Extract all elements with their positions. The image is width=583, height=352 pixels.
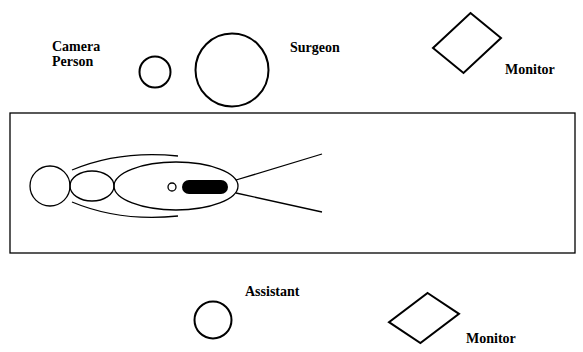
patient-table	[10, 113, 575, 253]
operating-table	[10, 113, 575, 253]
patient-neck	[70, 171, 114, 201]
assistant-circle: Assistant	[193, 300, 233, 340]
surgeon-circle: Surgeon	[194, 32, 270, 108]
role-label: Monitor	[466, 331, 536, 346]
patient-arm	[72, 202, 178, 217]
monitor-diamond: Monitor	[432, 12, 502, 74]
port-site	[168, 183, 176, 191]
patient-head	[30, 166, 70, 206]
outline	[195, 302, 232, 339]
patient-leg	[236, 193, 322, 212]
role-label: Monitor	[505, 62, 575, 77]
patient-leg	[236, 154, 322, 180]
camera-person-circle: Camera Person	[138, 55, 172, 89]
outline	[140, 57, 171, 88]
node-outline	[388, 292, 460, 344]
node-outline	[432, 12, 502, 74]
patient-body	[114, 162, 238, 210]
role-label: Camera Person	[52, 39, 114, 69]
operative-field	[182, 180, 228, 194]
outline	[433, 13, 501, 73]
monitor-diamond: Monitor	[388, 292, 460, 344]
node-outline	[138, 55, 172, 89]
node-outline	[193, 300, 233, 340]
outline	[196, 34, 269, 107]
patient-arm	[72, 155, 178, 170]
role-label: Assistant	[245, 284, 325, 299]
outline	[389, 293, 459, 343]
role-label: Surgeon	[290, 40, 370, 55]
node-outline	[194, 32, 270, 108]
